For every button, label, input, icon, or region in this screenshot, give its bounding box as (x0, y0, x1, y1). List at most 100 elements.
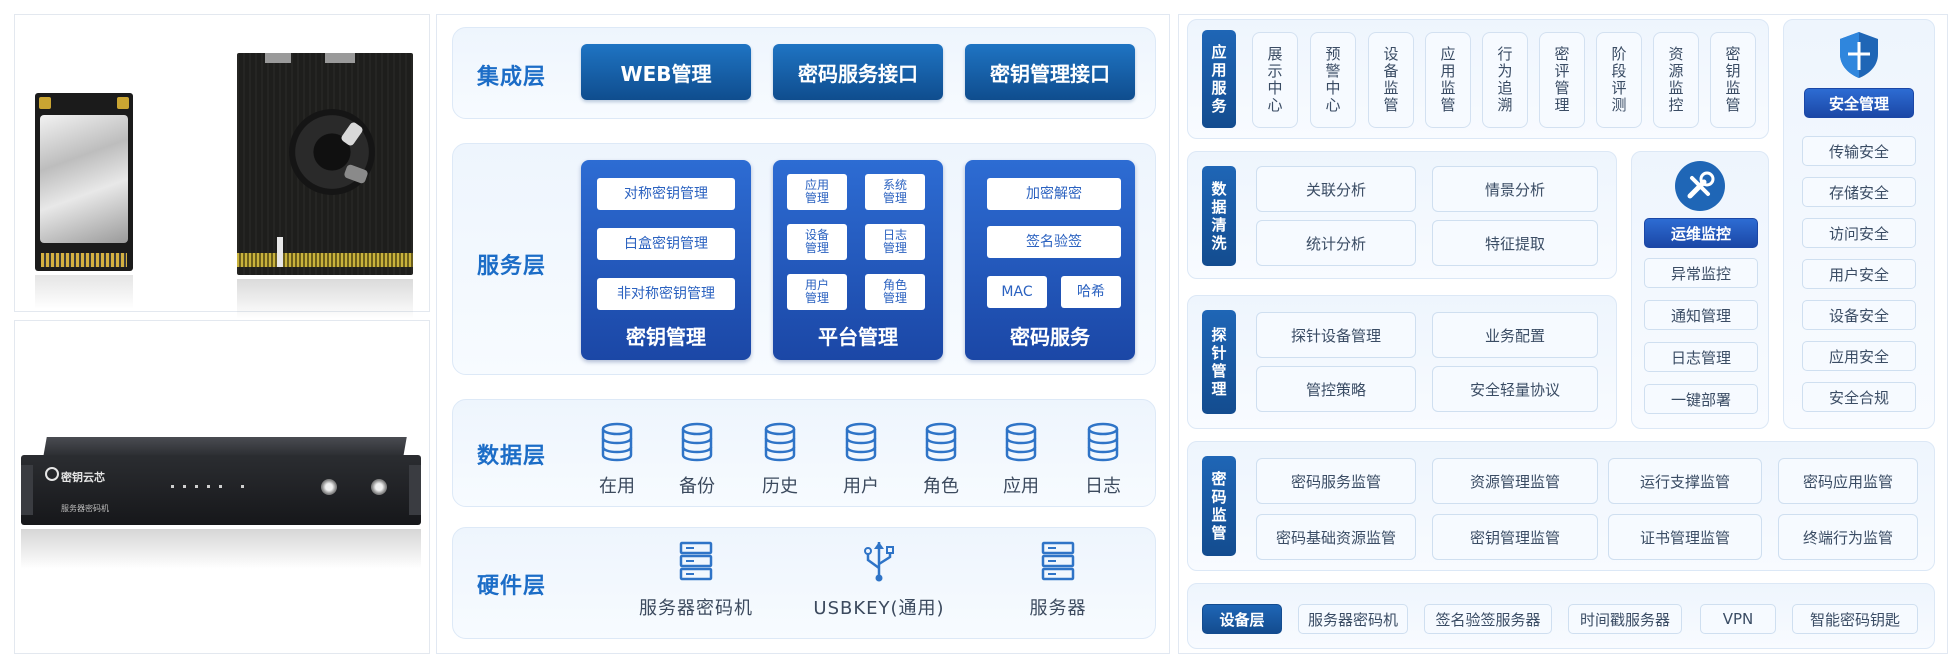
security-panel: 安全管理 传输安全存储安全访问安全用户安全设备安全应用安全安全合规 (1783, 19, 1935, 429)
database-icon (925, 422, 957, 462)
hardware-layer: 硬件层 服务器密码机 USBKEY(通用) (452, 527, 1156, 639)
database-icon (845, 422, 877, 462)
feature-extraction: 特征提取 (1432, 220, 1598, 266)
symmetric-key-mgmt: 对称密钥管理 (597, 178, 735, 210)
product-cards-panel (14, 14, 430, 319)
server-rack-icon (1041, 541, 1075, 581)
device-timestamp-server: 时间戳服务器 (1568, 604, 1682, 634)
ops-monitoring-title: 运维监控 (1644, 218, 1758, 248)
app-service-item: 行为追溯 (1482, 32, 1528, 128)
asymmetric-key-mgmt: 非对称密钥管理 (597, 278, 735, 310)
shield-icon (1840, 32, 1878, 78)
key-management-title: 密钥管理 (626, 325, 706, 349)
key-management-block: 对称密钥管理 白盒密钥管理 非对称密钥管理 密钥管理 (581, 160, 751, 360)
data-store-item: 历史 (750, 422, 810, 498)
crypto-service-interface-box: 密码服务接口 (773, 44, 943, 100)
app-service-item: 密钥监管 (1710, 32, 1756, 128)
crypto-supervision-tag: 密码监管 (1202, 456, 1236, 556)
notification-management: 通知管理 (1644, 300, 1758, 330)
crypto-service-title: 密码服务 (1010, 325, 1090, 349)
supervision-item: 密码服务监管 (1256, 458, 1416, 504)
data-layer-title: 数据层 (477, 444, 547, 469)
brand-logo-icon (45, 467, 59, 481)
supervision-item: 密钥管理监管 (1432, 514, 1598, 560)
crypto-supervision-panel: 密码监管 密码服务监管资源管理监管运行支撑监管密码应用监管密码基础资源监管密钥管… (1187, 441, 1935, 571)
crypto-service-block: 加密解密 签名验签 MAC 哈希 密码服务 (965, 160, 1135, 360)
encrypt-decrypt: 加密解密 (987, 178, 1121, 210)
correlation-analysis: 关联分析 (1256, 166, 1416, 212)
data-layer: 数据层 在用备份历史用户角色应用日志 (452, 399, 1156, 507)
architecture-diagram: 集成层 WEB管理 密码服务接口 密钥管理接口 服务层 对称密钥管理 白盒密钥管… (436, 14, 1170, 654)
data-store-item: 备份 (667, 422, 727, 498)
app-service-item: 密评管理 (1539, 32, 1585, 128)
app-service-item: 展示中心 (1252, 32, 1298, 128)
hash: 哈希 (1061, 276, 1121, 308)
security-item: 存储安全 (1802, 177, 1916, 207)
supervision-item: 证书管理监管 (1608, 514, 1762, 560)
integration-layer-title: 集成层 (477, 65, 547, 90)
security-item: 设备安全 (1802, 300, 1916, 330)
platform-management-title: 平台管理 (818, 325, 898, 349)
pcie-crypto-card-image (237, 53, 413, 319)
database-icon (764, 422, 796, 462)
hw-server: 服务器 (1018, 540, 1098, 620)
hw-usbkey: USBKEY(通用) (799, 540, 959, 620)
server-label: 服务器密码机 (61, 504, 109, 513)
probe-panel: 探针管理 探针设备管理 业务配置 管控策略 安全轻量协议 (1187, 295, 1617, 429)
usb-icon (864, 542, 894, 582)
log-management: 日志 管理 (865, 224, 925, 260)
service-layer-title: 服务层 (477, 254, 547, 279)
data-store-item: 应用 (991, 422, 1051, 498)
statistical-analysis: 统计分析 (1256, 220, 1416, 266)
device-vpn: VPN (1700, 604, 1776, 634)
service-layer: 服务层 对称密钥管理 白盒密钥管理 非对称密钥管理 密钥管理 应用 管理 系统 … (452, 143, 1156, 375)
supervision-platform-diagram: 应用服务 展示中心预警中心设备监管应用监管行为追溯密评管理阶段评测资源监控密钥监… (1178, 14, 1948, 654)
web-management-box: WEB管理 (581, 44, 751, 100)
tools-icon (1675, 161, 1725, 211)
sign-verify: 签名验签 (987, 226, 1121, 258)
data-store-item: 日志 (1073, 422, 1133, 498)
scenario-analysis: 情景分析 (1432, 166, 1598, 212)
supervision-item: 密码应用监管 (1778, 458, 1918, 504)
database-icon (1087, 422, 1119, 462)
supervision-item: 密码基础资源监管 (1256, 514, 1416, 560)
data-store-item: 用户 (831, 422, 891, 498)
device-server-crypto-machine: 服务器密码机 (1298, 604, 1408, 634)
hw-server-crypto-machine: 服务器密码机 (621, 540, 771, 620)
control-strategy: 管控策略 (1256, 366, 1416, 412)
device-layer-panel: 设备层 服务器密码机 签名验签服务器 时间戳服务器 VPN 智能密码钥匙 (1187, 583, 1935, 649)
data-cleaning-panel: 数据清洗 关联分析 情景分析 统计分析 特征提取 (1187, 151, 1617, 279)
lightweight-security-protocol: 安全轻量协议 (1432, 366, 1598, 412)
business-config: 业务配置 (1432, 312, 1598, 358)
system-management: 系统 管理 (865, 174, 925, 210)
database-icon (1005, 422, 1037, 462)
device-layer-title: 设备层 (1202, 604, 1282, 634)
app-service-tag: 应用服务 (1202, 30, 1236, 128)
whitebox-key-mgmt: 白盒密钥管理 (597, 228, 735, 260)
supervision-item: 终端行为监管 (1778, 514, 1918, 560)
hardware-layer-title: 硬件层 (477, 574, 547, 599)
product-gallery: 密钥云芯 服务器密码机 (14, 14, 430, 654)
anomaly-monitoring: 异常监控 (1644, 258, 1758, 288)
device-smart-crypto-key: 智能密码钥匙 (1792, 604, 1918, 634)
app-management: 应用 管理 (787, 174, 847, 210)
data-store-item: 在用 (587, 422, 647, 498)
security-management-title: 安全管理 (1804, 88, 1914, 118)
data-store-item: 角色 (911, 422, 971, 498)
device-management: 设备 管理 (787, 224, 847, 260)
device-sign-verify-server: 签名验签服务器 (1424, 604, 1552, 634)
server-brand: 密钥云芯 (61, 471, 105, 484)
platform-management-block: 应用 管理 系统 管理 设备 管理 日志 管理 用户 管理 角色 管理 平台管理 (773, 160, 943, 360)
app-service-item: 阶段评测 (1596, 32, 1642, 128)
database-icon (681, 422, 713, 462)
app-service-item: 设备监管 (1368, 32, 1414, 128)
security-item: 安全合规 (1802, 382, 1916, 412)
security-item: 用户安全 (1802, 259, 1916, 289)
mini-pcie-crypto-card-image (35, 93, 133, 309)
app-service-panel: 应用服务 展示中心预警中心设备监管应用监管行为追溯密评管理阶段评测资源监控密钥监… (1187, 19, 1769, 139)
one-click-deploy: 一键部署 (1644, 384, 1758, 414)
probe-management-tag: 探针管理 (1202, 310, 1236, 414)
security-item: 访问安全 (1802, 218, 1916, 248)
supervision-item: 运行支撑监管 (1608, 458, 1762, 504)
app-service-item: 应用监管 (1425, 32, 1471, 128)
